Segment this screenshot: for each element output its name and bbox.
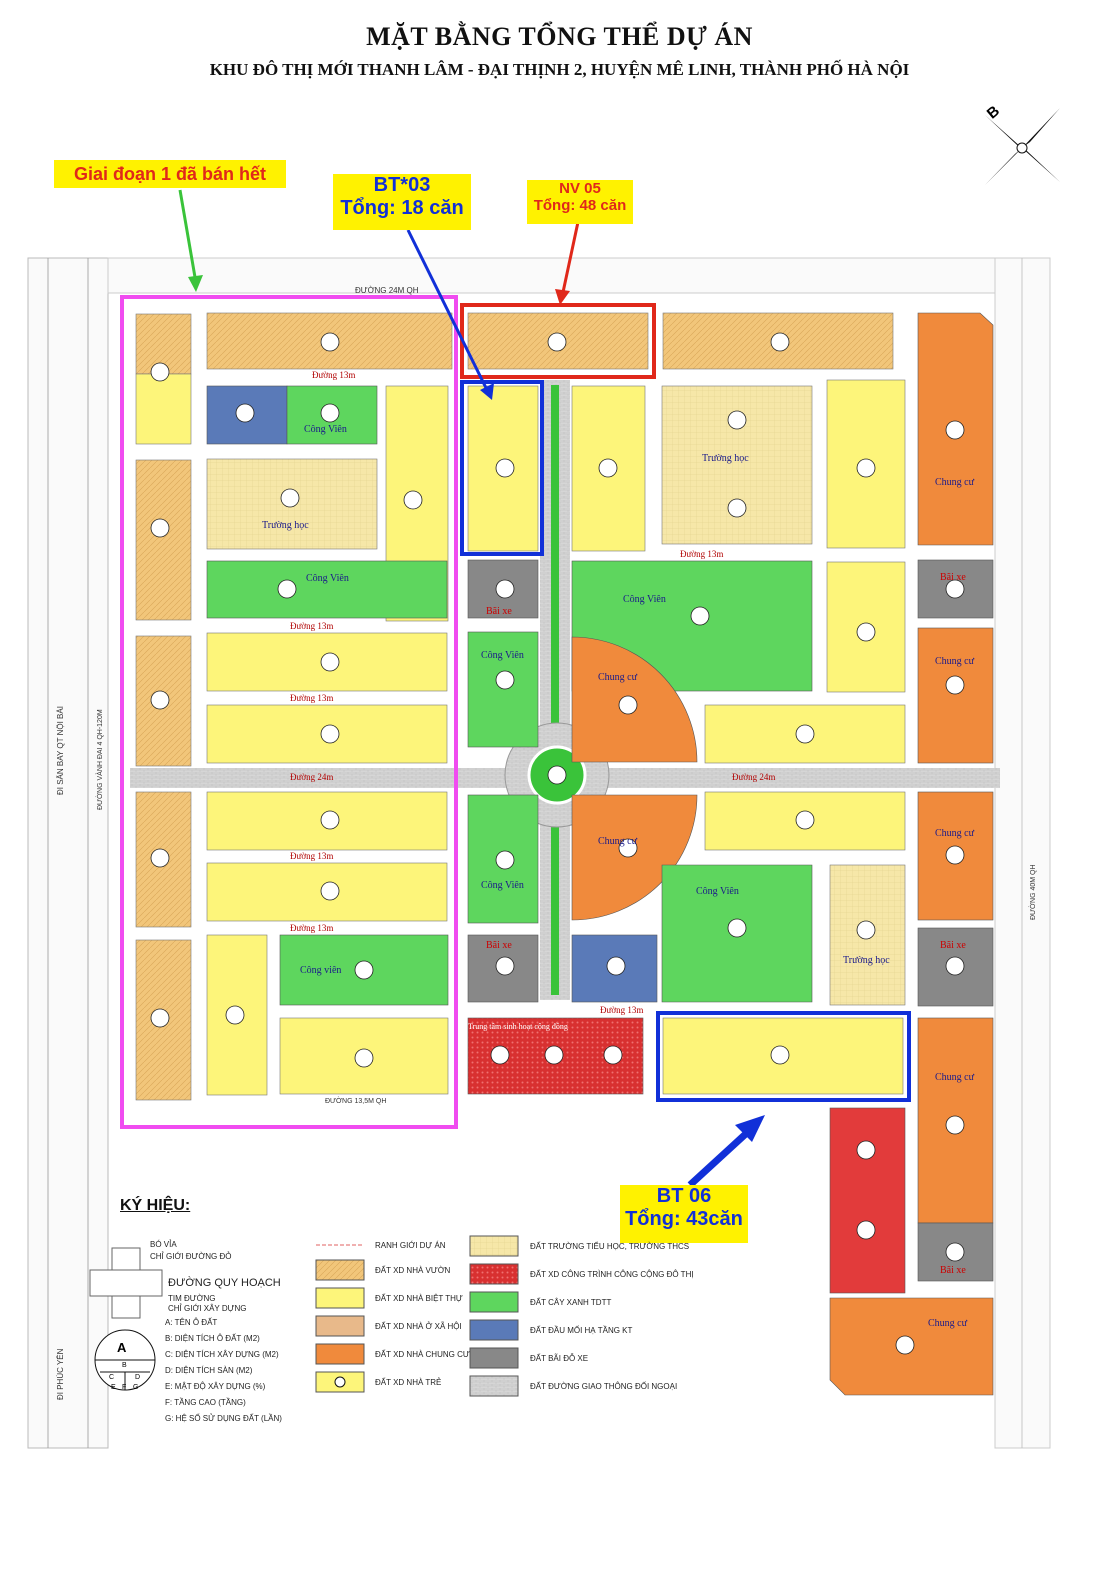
legend-col3-item: ĐẤT TRƯỜNG TIỂU HỌC, TRƯỜNG THCS: [530, 1242, 690, 1251]
road-24m-label: Đường 24m: [732, 772, 776, 782]
park-label: Công Viên: [304, 424, 347, 435]
callout-bt06-name: BT 06: [656, 1185, 712, 1207]
road-label-ring4: ĐƯỜNG VÀNH ĐAI 4 QH-120M: [97, 709, 104, 810]
apartment-label: Chung cư: [935, 477, 975, 488]
key-letter-g: G: [133, 1384, 139, 1391]
road-label-top: ĐƯỜNG 24M QH: [355, 286, 419, 295]
key-letter-b: B: [122, 1362, 127, 1369]
legend-key-c: C: DIỆN TÍCH XÂY DỰNG (M2): [165, 1350, 279, 1359]
legend-key-e: E: MẬT ĐỘ XÂY DỰNG (%): [165, 1382, 266, 1391]
parking-label: Bãi xe: [486, 940, 512, 951]
key-letter-f: F: [122, 1384, 127, 1391]
park-label: Công Viên: [481, 880, 524, 891]
legend-key-a: A: TÊN Ô ĐẤT: [165, 1318, 218, 1327]
community-center-label: Trung tâm sinh hoạt cộng đồng: [468, 1022, 568, 1031]
legend-col2-item: ĐẤT XD NHÀ Ở XÃ HỘI: [375, 1322, 462, 1331]
road-24m-label: Đường 24m: [290, 772, 334, 782]
legend-tim-duong: TIM ĐƯỜNG: [168, 1294, 216, 1303]
apartment-label: Chung cư: [935, 656, 975, 667]
legend-chi-gioi-duong-do: CHỈ GIỚI ĐƯỜNG ĐỎ: [150, 1252, 232, 1261]
apartment-label: Chung cư: [598, 672, 638, 683]
school-label: Trường học: [262, 520, 309, 531]
legend-key-f: F: TẦNG CAO (TẦNG): [165, 1398, 246, 1407]
parking-label: Bãi xe: [940, 1265, 966, 1276]
legend-col2-item: RANH GIỚI DỰ ÁN: [375, 1241, 446, 1250]
callout-nv05-total: Tổng: 48 căn: [533, 197, 627, 215]
road-label-phuc-yen: ĐI PHÚC YÊN: [56, 1348, 65, 1400]
school-label: Trường học: [843, 955, 890, 966]
callout-bt06: BT 06 Tổng: 43căn: [620, 1185, 748, 1243]
legend-bo-via: BÓ VỈA: [150, 1240, 177, 1249]
road-label-right: ĐƯỜNG 40M QH: [1030, 864, 1037, 920]
apartment-label: Chung cư: [935, 828, 975, 839]
road-13m-label: Đường 13m: [290, 851, 334, 861]
north-compass: [985, 108, 1060, 185]
callout-bt06-total: Tổng: 43căn: [625, 1208, 743, 1230]
legend-key-letters: A B C D E F G: [95, 1338, 155, 1398]
legend-col3-item: ĐẤT BÃI ĐỖ XE: [530, 1354, 589, 1363]
road-13m-label: Đường 13m: [290, 923, 334, 933]
legend-key-symbol: [94, 1329, 156, 1391]
apartment-label: Chung cư: [935, 1072, 975, 1083]
legend-chi-gioi-xay-dung: CHỈ GIỚI XÂY DỰNG: [168, 1304, 247, 1313]
park-label: Công viên: [300, 965, 342, 976]
legend-key-b: B: DIỆN TÍCH Ô ĐẤT (M2): [165, 1334, 260, 1343]
park-label: Công Viên: [623, 594, 666, 605]
legend-col2-swatches: [315, 1244, 365, 1393]
legend-col3-item: ĐẤT ĐẦU MỐI HẠ TẦNG KT: [530, 1326, 633, 1335]
legend-col2-item: ĐẤT XD NHÀ BIỆT THỰ: [375, 1294, 463, 1303]
park-label: Công Viên: [306, 573, 349, 584]
road-13m-label: Đường 13m: [600, 1005, 644, 1015]
key-letter-e: E: [111, 1384, 116, 1391]
bt06-boundary: [656, 1011, 911, 1102]
parking-label: Bãi xe: [940, 572, 966, 583]
apartment-label: Chung cư: [928, 1318, 968, 1329]
road-13m-label: Đường 13m: [290, 693, 334, 703]
road-13m-label: Đường 13m: [312, 370, 356, 380]
callout-bt03: BT*03 Tổng: 18 căn: [333, 174, 471, 230]
callout-bt03-name: BT*03: [373, 174, 431, 196]
callout-phase1: Giai đoạn 1 đã bán hết: [54, 160, 286, 188]
legend-key-d: D: DIỆN TÍCH SÀN (M2): [165, 1366, 253, 1375]
key-letter-a: A: [117, 1340, 127, 1355]
callout-nv05-name: NV 05: [559, 180, 601, 197]
legend-duong-quy-hoach: ĐƯỜNG QUY HOẠCH: [168, 1277, 281, 1289]
park-label: Công Viên: [481, 650, 524, 661]
road-13m-label: Đường 13m: [680, 549, 724, 559]
key-letter-c: C: [109, 1374, 115, 1381]
parking-label: Bãi xe: [486, 606, 512, 617]
legend-col3-item: ĐẤT XD CÔNG TRÌNH CÔNG CỘNG ĐÔ THỊ: [530, 1270, 694, 1279]
legend-key-g: G: HỆ SỐ SỬ DỤNG ĐẤT (LẦN): [165, 1414, 282, 1423]
page-subtitle: KHU ĐÔ THỊ MỚI THANH LÂM - ĐẠI THỊNH 2, …: [209, 60, 910, 79]
road-13m-label: Đường 13m: [290, 621, 334, 631]
lots-top-row: [206, 312, 894, 370]
school-label: Trường học: [702, 453, 749, 464]
phase1-boundary: [120, 295, 458, 1129]
legend-col2-item: ĐẤT XD NHÀ CHUNG CƯ: [375, 1350, 470, 1359]
road-label-airport: ĐI SÂN BAY QT NỘI BÀI: [56, 706, 65, 795]
legend-col2-item: ĐẤT XD NHÀ TRẺ: [375, 1378, 442, 1387]
legend-col3-item: ĐẤT CÂY XANH TDTT: [530, 1298, 612, 1307]
legend-heading: KÝ HIỆU:: [120, 1197, 191, 1214]
road-label-bottom: ĐƯỜNG 13,5M QH: [325, 1098, 387, 1105]
legend-col3-swatches: [469, 1235, 519, 1397]
bt03-boundary: [460, 380, 544, 556]
parking-label: Bãi xe: [940, 940, 966, 951]
callout-bt03-total: Tổng: 18 căn: [340, 197, 464, 219]
legend-col3-item: ĐẤT ĐƯỜNG GIAO THÔNG ĐỐI NGOẠI: [530, 1382, 678, 1391]
page-title: MẶT BẰNG TỔNG THỂ DỰ ÁN: [366, 22, 753, 51]
key-letter-d: D: [135, 1374, 141, 1381]
callout-nv05: NV 05 Tổng: 48 căn: [527, 180, 633, 224]
legend-col2-item: ĐẤT XD NHÀ VƯỜN: [375, 1266, 451, 1275]
apartment-label: Chung cư: [598, 836, 638, 847]
legend-road-symbol: [89, 1247, 163, 1319]
park-label: Công Viên: [696, 886, 739, 897]
